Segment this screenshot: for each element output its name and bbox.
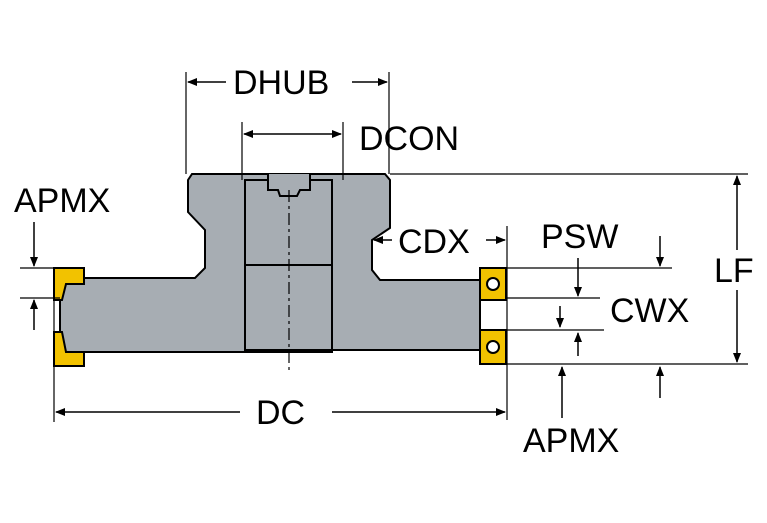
dcon-dimension: DCON bbox=[241, 120, 459, 180]
cwx-dimension: CWX bbox=[506, 292, 689, 356]
dc-dimension: DC bbox=[53, 300, 506, 432]
apmx-bottom-dimension: APMX bbox=[523, 366, 664, 460]
apmx-bottom-label: APMX bbox=[523, 422, 619, 460]
cdx-dimension: CDX bbox=[373, 223, 508, 420]
lf-label: LF bbox=[714, 252, 754, 290]
apmx-top-label: APMX bbox=[14, 182, 110, 220]
dhub-dimension: DHUB bbox=[185, 64, 390, 174]
lf-dimension: LF bbox=[506, 175, 754, 365]
dcon-label: DCON bbox=[359, 120, 459, 158]
apmx-top-dimension: APMX bbox=[14, 182, 110, 330]
cwx-label: CWX bbox=[610, 292, 689, 330]
dc-label: DC bbox=[256, 394, 305, 432]
psw-dimension: PSW bbox=[506, 218, 672, 299]
cdx-label: CDX bbox=[398, 223, 470, 261]
psw-label: PSW bbox=[541, 218, 618, 256]
dhub-label: DHUB bbox=[233, 64, 329, 102]
